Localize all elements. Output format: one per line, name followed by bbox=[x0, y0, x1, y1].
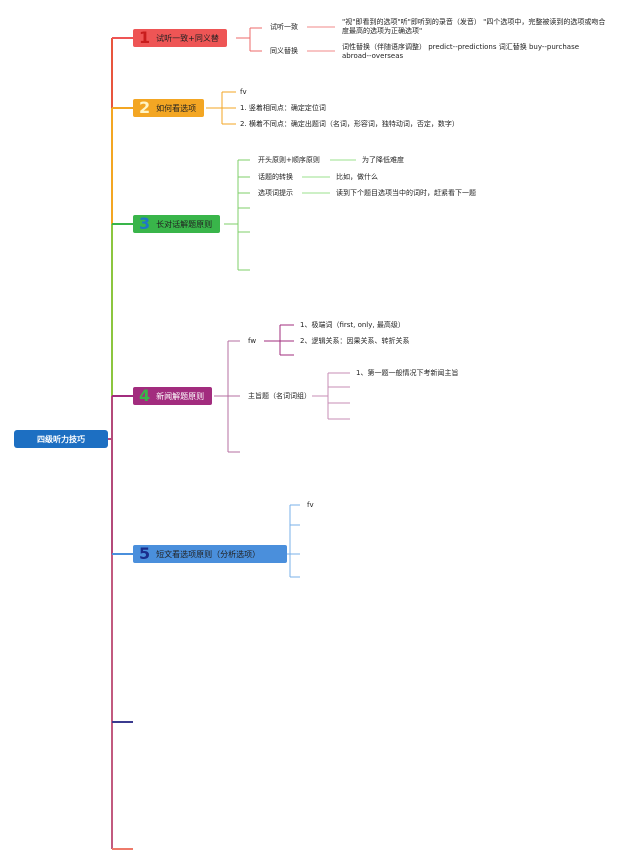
branch-number: 5 bbox=[139, 544, 151, 563]
branch-label: 如何看选项 bbox=[156, 103, 197, 113]
subtopic-label[interactable]: fv bbox=[307, 501, 314, 509]
detail-text[interactable]: 读到下个题目选项当中的词时，赶紧看下一题 bbox=[336, 189, 476, 197]
subtopic-label[interactable]: 主旨题（名词词组） bbox=[248, 392, 311, 400]
root-label: 四级听力技巧 bbox=[37, 434, 85, 444]
detail-text[interactable]: "视"即看到的选项"听"即听到的录音（发音） "四个选项中，完整被读到的选项或吻… bbox=[342, 18, 606, 35]
root-node[interactable]: 四级听力技巧 bbox=[14, 430, 108, 448]
branch-label: 新闻解题原则 bbox=[156, 391, 205, 401]
detail-text[interactable]: 为了降低难度 bbox=[362, 156, 404, 164]
subtopic-label[interactable]: 2. 横着不同点：确定出题词（名词，形容词，独特动词，否定，数字） bbox=[240, 120, 459, 128]
subtopic-label[interactable]: fv bbox=[240, 88, 247, 96]
subtopic-label[interactable]: fw bbox=[248, 337, 257, 345]
branch-node-5[interactable]: 5 短文看选项原则（分析选项） bbox=[133, 545, 287, 563]
subtopic-label[interactable]: 同义替换 bbox=[270, 47, 298, 55]
branch-number: 1 bbox=[139, 28, 151, 47]
branch-node-1[interactable]: 1 试听一致+同义替 bbox=[133, 29, 227, 47]
subtopic-label[interactable]: 选项词提示 bbox=[258, 189, 293, 197]
branch-label: 长对话解题原则 bbox=[156, 219, 213, 229]
subtopic-label[interactable]: 开头原则+顺序原则 bbox=[258, 156, 320, 164]
branch-label: 短文看选项原则（分析选项） bbox=[156, 549, 261, 559]
branch-number: 4 bbox=[139, 386, 151, 405]
detail-text[interactable]: 比如，做什么 bbox=[336, 173, 378, 181]
detail-text[interactable]: 2、逻辑关系：因果关系、转折关系 bbox=[300, 337, 410, 345]
branch-node-2[interactable]: 2 如何看选项 bbox=[133, 98, 205, 117]
detail-text[interactable]: 词性替换（伴随语序调整） predict--predictions 词汇替换 b… bbox=[342, 43, 580, 60]
subtopic-label[interactable]: 话题的转换 bbox=[258, 173, 293, 181]
branch-number: 3 bbox=[139, 214, 151, 233]
detail-text[interactable]: 1、第一题一般情况下考新闻主旨 bbox=[356, 369, 459, 377]
branch-node-4[interactable]: 4 新闻解题原则 bbox=[133, 386, 213, 405]
branch-number: 2 bbox=[139, 98, 151, 117]
branch-node-3[interactable]: 3 长对话解题原则 bbox=[133, 214, 221, 233]
detail-text[interactable]: 1、极端词（first, only, 最高级） bbox=[300, 321, 405, 329]
subtopic-label[interactable]: 试听一致 bbox=[270, 23, 298, 31]
branch-label: 试听一致+同义替 bbox=[156, 33, 219, 43]
subtopic-label[interactable]: 1. 竖着相同点：确定定位词 bbox=[240, 104, 326, 112]
